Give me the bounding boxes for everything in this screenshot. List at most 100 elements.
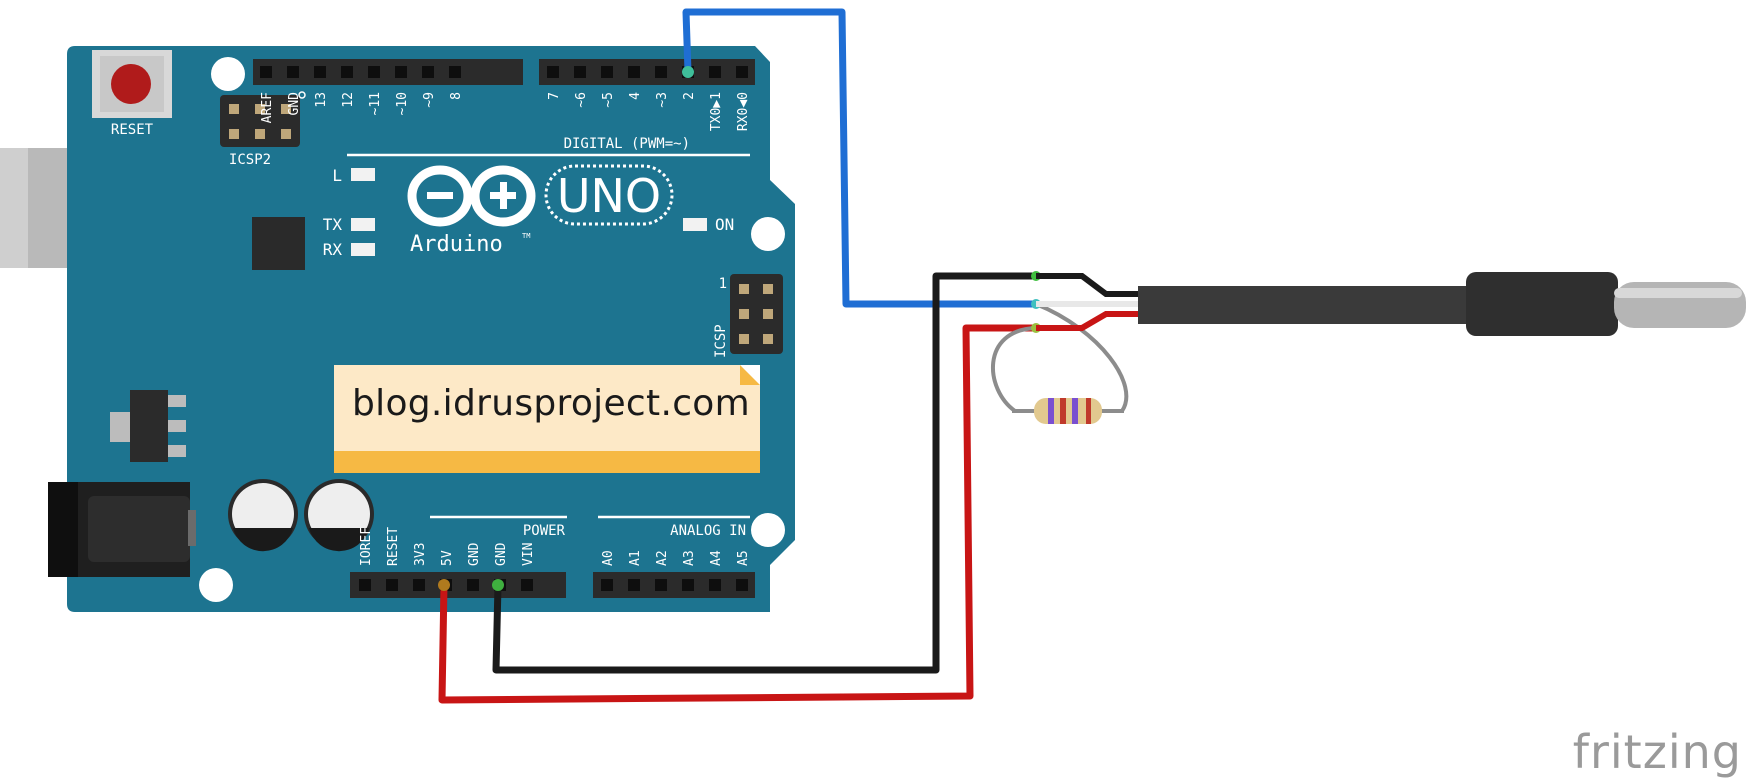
header-pin — [413, 579, 425, 591]
digital-header-left — [253, 59, 523, 85]
minus-icon — [427, 192, 453, 199]
pin-marker — [298, 91, 306, 99]
note-box: blog.idrusproject.com — [334, 365, 760, 473]
resistor — [1034, 398, 1102, 424]
pin-label: 7 — [547, 92, 562, 100]
pin-label: 8 — [449, 92, 464, 100]
led-rx-label: RX — [323, 240, 343, 259]
power-label: POWER — [523, 523, 566, 539]
icsp-pin1: 1 — [719, 276, 727, 292]
note-text: blog.idrusproject.com — [352, 383, 750, 424]
wire-blue-data — [682, 8, 1040, 308]
header-pin — [467, 579, 479, 591]
pin-label: TX0▶1 — [709, 92, 724, 131]
reset-label: RESET — [111, 122, 154, 138]
pin-label: A4 — [709, 550, 724, 566]
analog-label: ANALOG IN — [670, 523, 746, 539]
header-pin — [655, 66, 667, 78]
pin-highlight — [492, 579, 504, 591]
header-pin — [601, 66, 613, 78]
trademark: TM — [522, 232, 530, 240]
led-tx — [351, 218, 375, 231]
led-l-label: L — [332, 166, 342, 185]
header-pin — [521, 579, 533, 591]
power-header — [350, 572, 566, 598]
header-pin — [260, 66, 272, 78]
reset-button — [92, 50, 172, 118]
pin-label: ~6 — [574, 92, 589, 108]
header-pin — [628, 579, 640, 591]
header-pin — [341, 66, 353, 78]
icsp2-label: ICSP2 — [229, 152, 271, 168]
chip — [252, 217, 305, 270]
mounting-hole — [211, 57, 245, 91]
probe-highlight — [1614, 288, 1742, 298]
pin-label: ~9 — [422, 92, 437, 108]
pin-label: GND — [287, 92, 302, 116]
pin-label: ~3 — [655, 92, 670, 108]
pin-label: 2 — [682, 92, 697, 100]
pin-label: A3 — [682, 550, 697, 566]
header-pin — [736, 66, 748, 78]
header-pin — [574, 66, 586, 78]
voltage-regulator — [110, 390, 186, 462]
mounting-hole — [199, 568, 233, 602]
pin-label: GND — [467, 542, 482, 566]
probe-sleeve — [1466, 272, 1618, 336]
pin-label: 12 — [341, 92, 356, 108]
wire-red-vcc — [438, 324, 1040, 704]
led-l — [351, 168, 375, 181]
probe-cable — [1138, 286, 1468, 324]
header-pin — [422, 66, 434, 78]
header-pin — [709, 66, 721, 78]
pin-label: A1 — [628, 550, 643, 566]
icsp2-header — [220, 95, 300, 147]
icsp-header — [730, 274, 783, 354]
header-pin — [386, 579, 398, 591]
wire-black-gnd — [492, 272, 1040, 674]
header-pin — [655, 579, 667, 591]
header-pin — [709, 579, 721, 591]
resistor-lead — [1035, 302, 1129, 413]
plus-icon — [490, 182, 516, 209]
analog-header — [593, 572, 755, 598]
pin-highlight — [682, 66, 694, 78]
pin-label: ~10 — [395, 92, 410, 115]
capacitor — [228, 479, 298, 552]
power-jack — [48, 482, 196, 577]
header-pin — [736, 579, 748, 591]
digital-label: DIGITAL (PWM=~) — [564, 136, 690, 152]
arduino-logo — [407, 165, 536, 227]
header-pin — [287, 66, 299, 78]
pin-label: A0 — [601, 550, 616, 566]
mounting-hole — [751, 217, 785, 251]
pin-label: 5V — [440, 550, 455, 566]
header-pin — [368, 66, 380, 78]
led-on-label: ON — [715, 215, 734, 234]
fritzing-watermark: fritzing — [1572, 725, 1742, 779]
header-pin — [395, 66, 407, 78]
led-tx-label: TX — [323, 215, 343, 234]
uno-label: UNO — [557, 169, 661, 223]
pin-label: VIN — [521, 543, 536, 566]
icsp-label: ICSP — [713, 324, 729, 358]
header-pin — [547, 66, 559, 78]
pin-label: RESET — [386, 527, 401, 566]
digital-header-right — [539, 59, 755, 85]
pin-label: A2 — [655, 550, 670, 566]
pin-label: AREF — [260, 92, 275, 123]
header-pin — [682, 579, 694, 591]
header-pin — [628, 66, 640, 78]
header-pin — [449, 66, 461, 78]
pin-label: RX0◀0 — [736, 92, 751, 131]
pin-label: GND — [494, 542, 509, 566]
uno-badge — [544, 164, 674, 226]
capacitor — [304, 479, 374, 552]
header-pin — [359, 579, 371, 591]
note-fold — [740, 365, 760, 385]
